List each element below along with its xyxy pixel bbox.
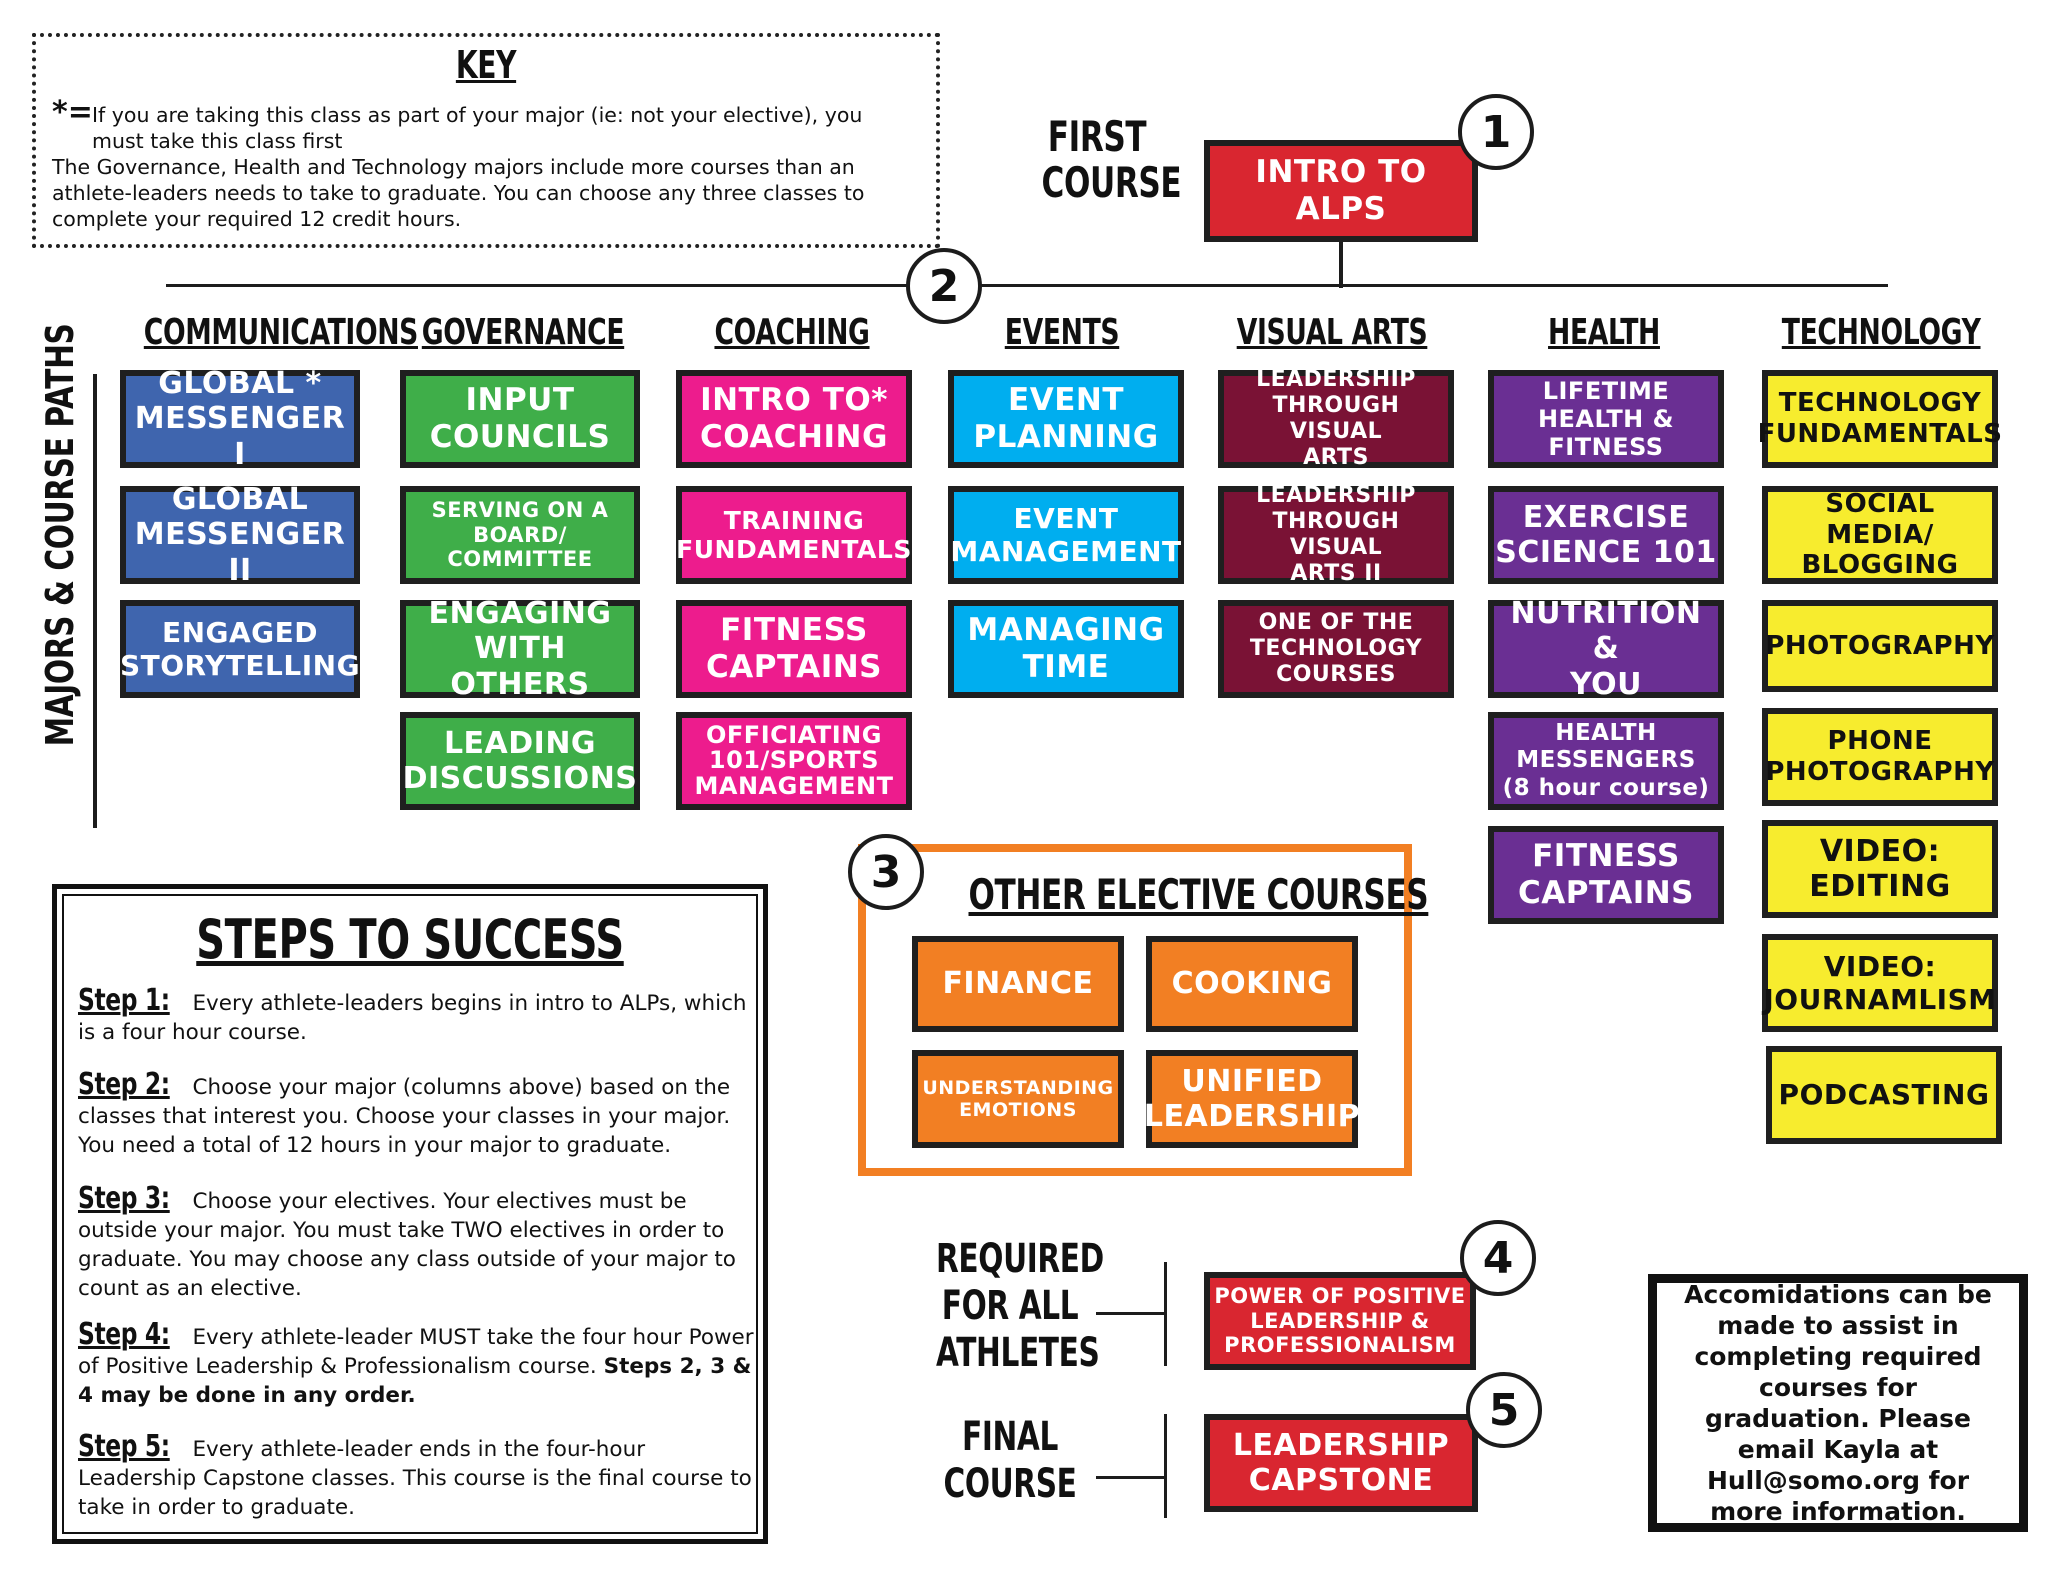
course-box: TRAINING FUNDAMENTALS [676, 486, 912, 584]
step-label: Step 1: [78, 983, 170, 1018]
electives-title: OTHER ELECTIVE COURSES [968, 870, 1429, 919]
course-box: EXERCISE SCIENCE 101 [1488, 486, 1724, 584]
majors-divider-line [166, 284, 1888, 287]
step-5: Step 5: Every athlete-leader ends in the… [78, 1432, 754, 1522]
step-label: Step 5: [78, 1429, 170, 1464]
steps-inner-border [62, 894, 758, 1534]
key-box: KEY *= If you are taking this class as p… [32, 33, 940, 248]
final-course-label: FINAL COURSE [943, 1414, 1077, 1507]
steps-box [52, 884, 768, 1544]
key-title: KEY [455, 43, 517, 87]
step-4-badge: 4 [1460, 1220, 1536, 1296]
step-1: Step 1: Every athlete-leaders begins in … [78, 986, 754, 1047]
course-box: INTRO TO* COACHING [676, 370, 912, 468]
connector-line [1096, 1476, 1166, 1479]
step-bold-text: Steps 2, 3 & 4 may be done in any order. [78, 1354, 752, 1408]
key-text: *= If you are taking this class as part … [52, 95, 896, 232]
key-note: The Governance, Health and Technology ma… [52, 155, 865, 231]
connector-line [1164, 1262, 1167, 1366]
course-box: LEADING DISCUSSIONS [400, 712, 640, 810]
step-3-badge: 3 [848, 834, 924, 910]
majors-side-line [93, 374, 97, 828]
star-symbol: *= [52, 95, 93, 130]
course-box: MANAGING TIME [948, 600, 1184, 698]
key-star-note: If you are taking this class as part of … [92, 103, 863, 153]
course-box: COOKING [1146, 936, 1358, 1032]
connector-line [1164, 1414, 1167, 1518]
course-box: UNIFIED LEADERSHIP [1144, 1050, 1360, 1148]
heading-events: EVENTS [1004, 312, 1120, 353]
step-label: Step 4: [78, 1317, 170, 1352]
step-text: Choose your electives. Your electives mu… [78, 1189, 736, 1301]
majors-side-label: MAJORS & COURSE PATHS [38, 323, 82, 747]
intro-to-alps-box: INTRO TO ALPS [1204, 140, 1478, 242]
course-box: UNDERSTANDING EMOTIONS [912, 1050, 1124, 1148]
heading-governance: GOVERNANCE [421, 312, 625, 353]
course-box: EVENT MANAGEMENT [948, 486, 1184, 584]
step-text: Every athlete-leader ends in the four-ho… [78, 1437, 752, 1520]
course-box: NUTRITION & YOU [1488, 596, 1724, 702]
step-3: Step 3: Choose your electives. Your elec… [78, 1184, 754, 1303]
heading-technology: TECHNOLOGY [1781, 312, 1981, 353]
course-box: FITNESS CAPTAINS [676, 600, 912, 698]
course-box: GLOBAL * MESSENGER I [120, 366, 360, 472]
course-box: PHONE PHOTOGRAPHY [1762, 708, 1998, 806]
course-box: ENGAGED STORYTELLING [120, 600, 360, 698]
course-box: PHOTOGRAPHY [1762, 600, 1998, 692]
course-box: INPUT COUNCILS [400, 370, 640, 468]
connector-line [1339, 242, 1343, 288]
course-box: HEALTH MESSENGERS (8 hour course) [1488, 712, 1724, 810]
heading-visual-arts: VISUAL ARTS [1236, 312, 1428, 353]
step-1-badge: 1 [1458, 94, 1534, 170]
accommodations-box: Accomidations can be made to assist in c… [1648, 1274, 2028, 1532]
step-2-badge: 2 [906, 248, 982, 324]
course-box: OFFICIATING 101/SPORTS MANAGEMENT [676, 712, 912, 810]
step-text: Every athlete-leaders begins in intro to… [78, 991, 747, 1045]
course-box: FINANCE [912, 936, 1124, 1032]
course-box: TECHNOLOGY FUNDAMENTALS [1758, 370, 2002, 468]
course-box: ENGAGING WITH OTHERS [400, 596, 640, 702]
heading-health: HEALTH [1548, 312, 1660, 353]
course-box: PODCASTING [1766, 1046, 2002, 1144]
step-label: Step 2: [78, 1067, 170, 1102]
course-box: LEADERSHIP THROUGH VISUAL ARTS II [1218, 483, 1454, 586]
course-box: SOCIAL MEDIA/ BLOGGING [1762, 486, 1998, 584]
required-label: REQUIRED FOR ALL ATHLETES [936, 1236, 1104, 1376]
power-of-positive-box: POWER OF POSITIVE LEADERSHIP & PROFESSIO… [1204, 1272, 1476, 1370]
course-box: VIDEO: JOURNAMLISM [1762, 934, 1998, 1032]
course-box: EVENT PLANNING [948, 370, 1184, 468]
course-box: SERVING ON A BOARD/ COMMITTEE [400, 486, 640, 584]
accommodations-text: Accomidations can be made to assist in c… [1684, 1280, 1992, 1526]
step-4: Step 4: Every athlete-leader MUST take t… [78, 1320, 754, 1410]
course-box: LIFETIME HEALTH & FITNESS [1488, 370, 1724, 468]
heading-communications: COMMUNICATIONS [143, 312, 419, 353]
steps-title: STEPS TO SUCCESS [196, 908, 624, 971]
first-course-label: FIRST COURSE [1041, 112, 1182, 207]
heading-coaching: COACHING [714, 312, 870, 353]
course-box: LEADERSHIP THROUGH VISUAL ARTS [1218, 367, 1454, 470]
course-box: FITNESS CAPTAINS [1488, 826, 1724, 924]
step-2: Step 2: Choose your major (columns above… [78, 1070, 754, 1160]
step-text: Every athlete-leader MUST take the four … [78, 1325, 754, 1379]
course-box: VIDEO: EDITING [1762, 820, 1998, 918]
electives-frame [858, 844, 1412, 1176]
course-box: ONE OF THE TECHNOLOGY COURSES [1218, 600, 1454, 698]
step-text: Choose your major (columns above) based … [78, 1075, 731, 1158]
leadership-capstone-box: LEADERSHIP CAPSTONE [1204, 1414, 1478, 1512]
connector-line [1096, 1312, 1166, 1315]
step-5-badge: 5 [1466, 1372, 1542, 1448]
course-box: GLOBAL MESSENGER II [120, 482, 360, 588]
step-label: Step 3: [78, 1181, 170, 1216]
